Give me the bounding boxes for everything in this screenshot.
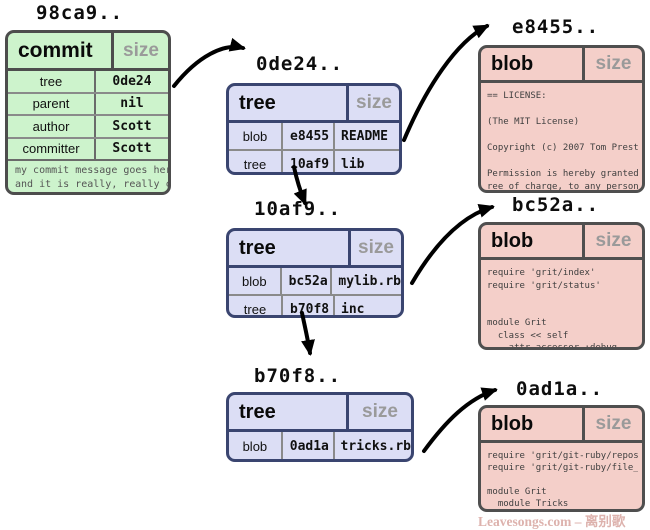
code-line [487,292,638,305]
tree-entry-type: blob [241,273,267,289]
commit-size-label: size [111,33,168,68]
tree1-hash-label: 10af9.. [254,198,342,220]
tree-entry-type: tree [243,301,267,317]
tree-entry-hash: e8455 [281,123,333,149]
tree-entry-hash: 10af9 [281,151,333,172]
arrow-commit-to-tree0 [172,37,246,88]
commit-box-header: commit size [8,33,168,71]
blob0-type-label: blob [491,52,534,75]
tree-entry-type: tree [243,156,267,172]
tree1-row-inc: tree b70f8 inc [229,294,401,317]
commit-row-tree: tree 0de24 [8,71,168,92]
code-line: module Grit [487,318,547,328]
blob0-box-header: blob size [481,48,642,83]
code-line: ree of charge, to any person ob [487,182,638,192]
commit-message: my commit message goes here and it is re… [8,159,168,192]
commit-row-parent: parent nil [8,91,168,114]
tree1-row-mylib: blob bc52a mylib.rb [229,268,401,294]
tree2-type-label: tree [239,400,276,423]
tree2-hash-label: b70f8.. [254,365,342,387]
code-line [487,474,638,486]
tree1-box-header: tree size [229,231,401,268]
code-line: require 'grit/git-ruby/file_i [487,463,638,473]
tree-entry-type: blob [242,128,268,144]
commit-row-value: 0de24 [94,71,168,92]
code-line [487,129,638,142]
arrow-tree0-to-blob0 [402,24,490,142]
tree-entry-name: mylib.rb [330,268,401,294]
code-line: attr_accessor :debug [487,343,618,350]
code-line [487,305,638,318]
blob1-box: blob size require 'grit/index' require '… [478,222,645,350]
blob2-size-label: size [582,408,642,440]
tree1-type-label: tree [239,236,276,259]
commit-message-line: and it is really, really cool [15,179,171,190]
blob2-hash-label: 0ad1a.. [516,378,604,400]
code-line: == LICENSE: [487,91,547,101]
tree-entry-name: lib [333,151,399,172]
tree1-size-label: size [348,231,401,265]
tree2-box: tree size blob 0ad1a tricks.rb [226,392,414,462]
tree0-row-lib: tree 10af9 lib [229,149,399,172]
blob1-box-header: blob size [481,225,642,260]
tree0-box: tree size blob e8455 README tree 10af9 l… [226,83,402,175]
blob1-size-label: size [582,225,642,257]
code-line: class << self [487,330,569,341]
commit-row-value: Scott [94,116,168,137]
tree-entry-hash: 0ad1a [280,432,333,459]
tree-entry-type: blob [242,438,268,454]
commit-row-value: nil [94,93,168,114]
code-line: module Grit [487,487,547,497]
code-line [487,103,638,116]
commit-row-key: tree [39,73,63,89]
commit-row-value: Scott [94,138,168,159]
commit-row-key: parent [32,96,70,112]
commit-box: commit size tree 0de24 parent nil author… [5,30,171,195]
code-line: require 'grit/index' [487,268,596,278]
code-line: require 'grit/git-ruby/reposi [487,451,638,461]
tree2-box-header: tree size [229,395,411,432]
tree-entry-hash: b70f8 [281,296,333,315]
blob0-size-label: size [582,48,642,80]
tree0-row-readme: blob e8455 README [229,123,399,149]
blob2-box-header: blob size [481,408,642,443]
tree0-type-label: tree [239,91,276,114]
blob1-hash-label: bc52a.. [512,194,600,216]
code-line: (The MIT License) [487,117,580,127]
tree0-hash-label: 0de24.. [256,53,344,75]
commit-row-key: committer [22,141,80,157]
code-line: require 'grit/status' [487,280,601,291]
commit-row-author: author Scott [8,114,168,137]
commit-hash-label: 98ca9.. [36,2,124,24]
commit-message-line: my commit message goes here [15,165,171,176]
tree-entry-hash: bc52a [279,268,331,294]
blob2-box: blob size require 'grit/git-ruby/reposi … [478,405,645,512]
tree0-box-header: tree size [229,86,399,123]
tree2-row-tricks: blob 0ad1a tricks.rb [229,432,411,459]
arrow-tree1-to-tree2 [300,311,315,356]
code-line: module Tricks [487,499,569,509]
watermark: Leavesongs.com – 离别歌 [478,514,626,529]
blob2-type-label: blob [491,412,534,435]
tree-entry-name: inc [333,296,401,315]
code-line [487,155,638,168]
blob1-type-label: blob [491,229,534,252]
blob2-content: require 'grit/git-ruby/reposi require 'g… [481,443,642,509]
code-line: Copyright (c) 2007 Tom Preston- [487,143,638,153]
blob0-box: blob size == LICENSE: (The MIT License) … [478,45,645,193]
blob1-content: require 'grit/index' require 'grit/statu… [481,260,642,350]
tree-entry-name: README [333,123,399,149]
commit-row-key: author [32,118,70,134]
commit-type-label: commit [18,38,93,62]
commit-row-committer: committer Scott [8,136,168,159]
code-line: Permission is hereby granted, f [487,169,638,179]
blob0-content: == LICENSE: (The MIT License) Copyright … [481,83,642,192]
tree0-size-label: size [346,86,399,120]
blob0-hash-label: e8455.. [512,16,600,38]
tree-entry-name: tricks.rb [332,432,411,459]
tree2-size-label: size [346,395,411,429]
tree1-box: tree size blob bc52a mylib.rb tree b70f8… [226,228,404,318]
